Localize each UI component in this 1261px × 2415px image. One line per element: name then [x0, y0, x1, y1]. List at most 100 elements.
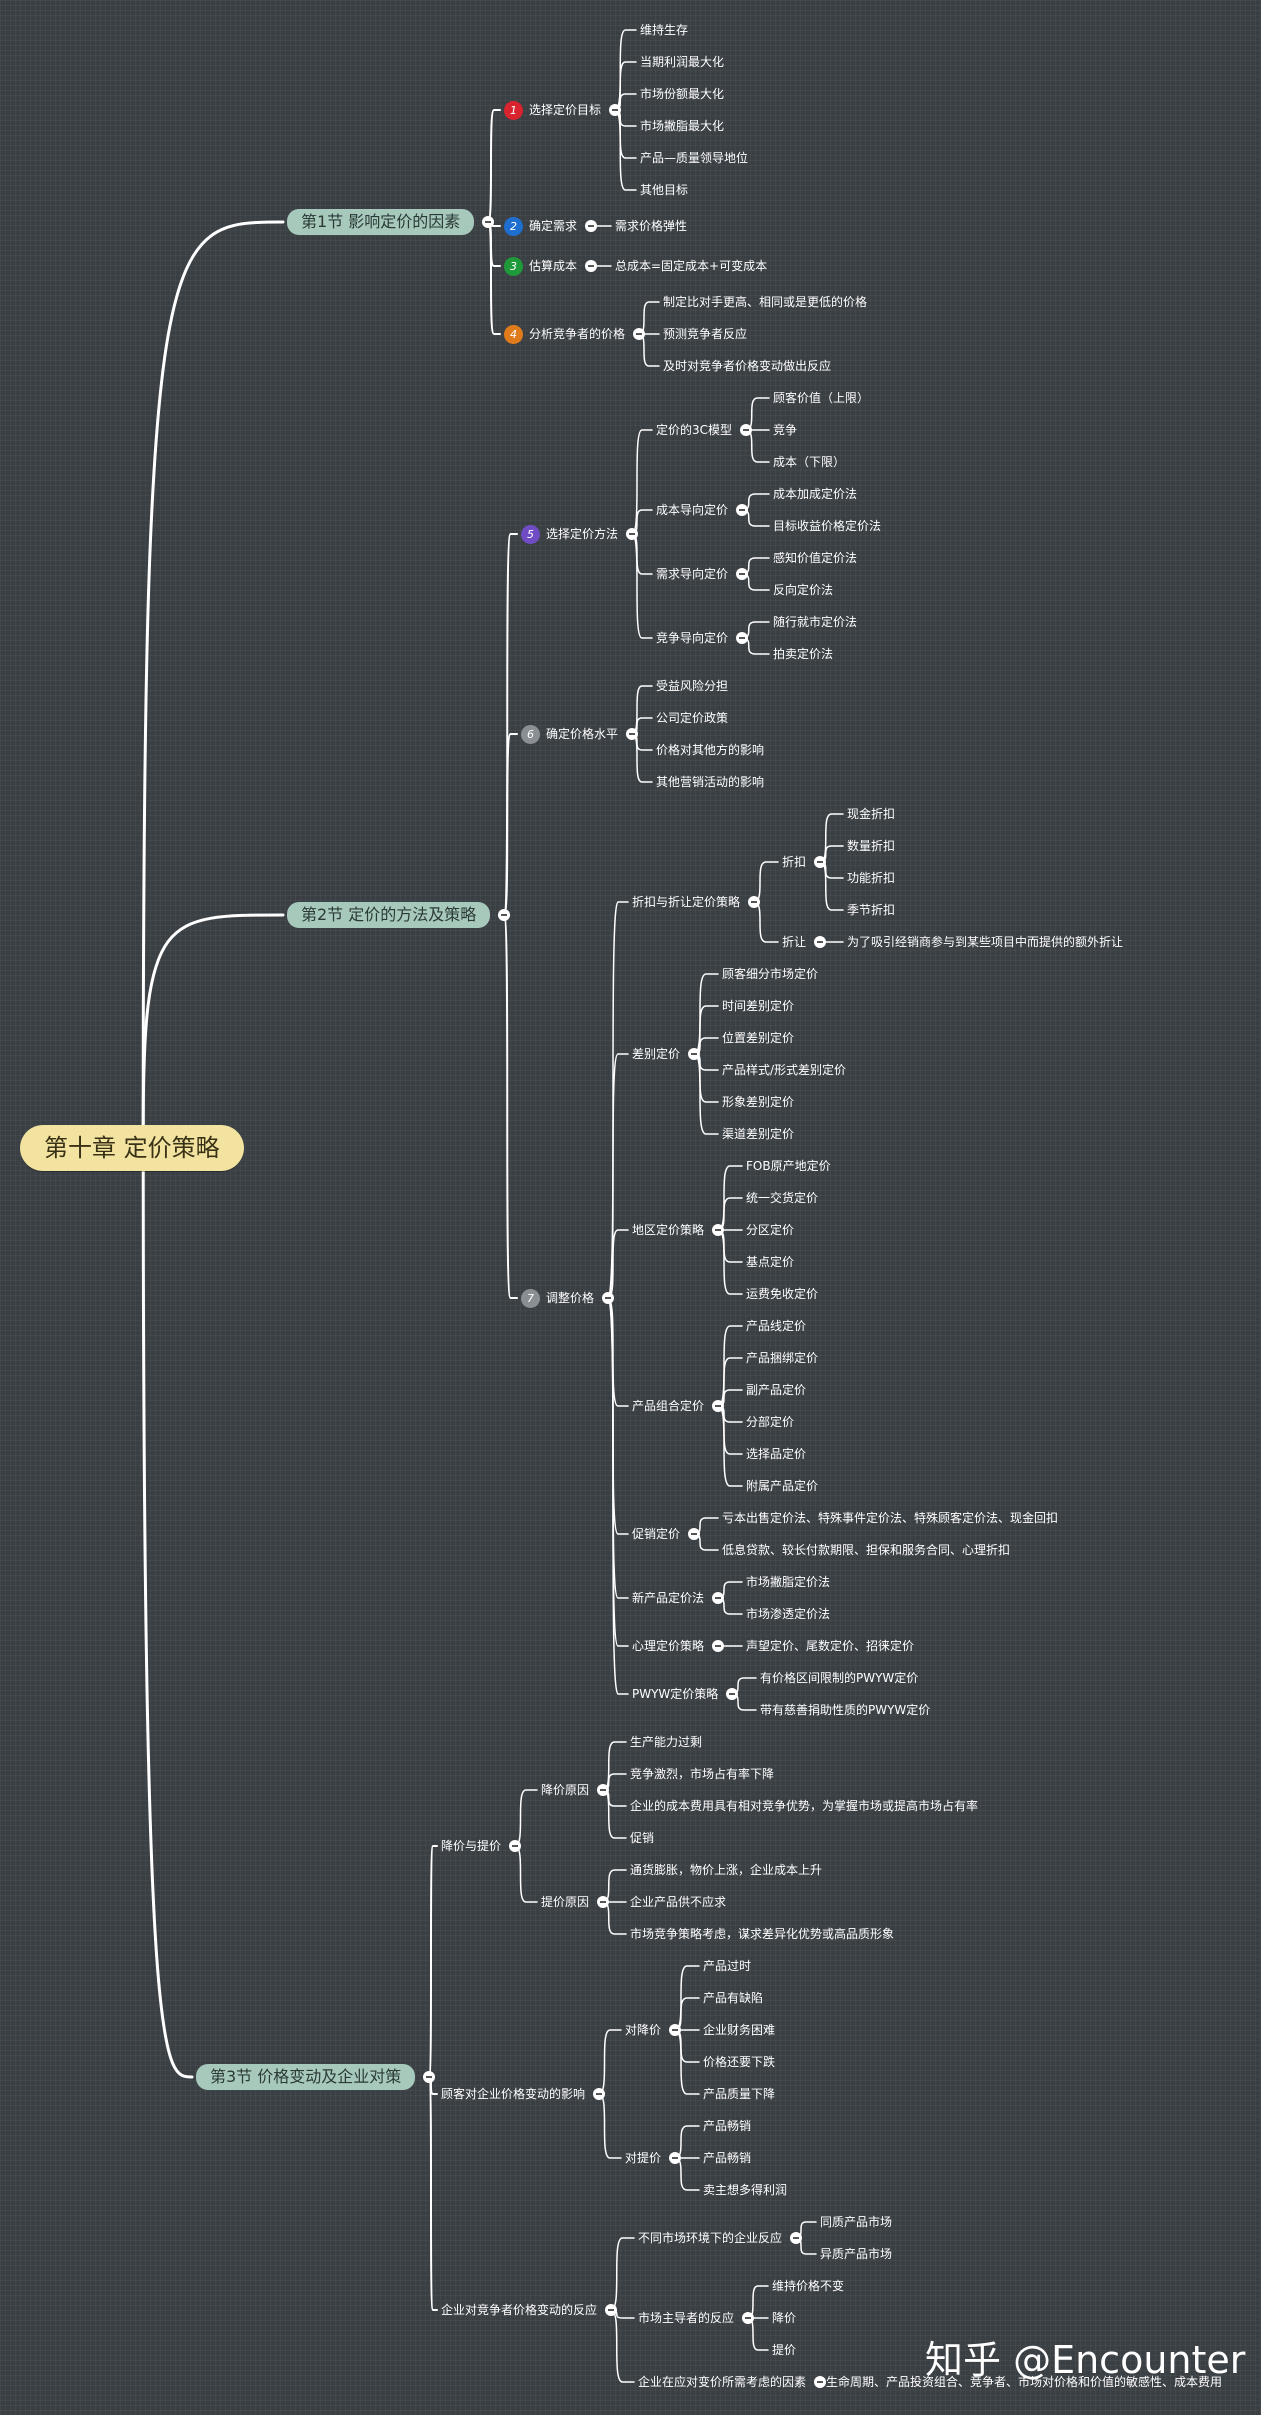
- leaf-topic[interactable]: 市场撇脂定价法: [746, 1574, 830, 1590]
- branch-topic[interactable]: 企业对竞争者价格变动的反应: [441, 2302, 597, 2318]
- collapse-toggle-icon[interactable]: [748, 896, 760, 908]
- collapse-toggle-icon[interactable]: [609, 104, 621, 116]
- branch-topic[interactable]: 定价的3C模型: [656, 422, 732, 438]
- leaf-topic[interactable]: 产品样式/形式差别定价: [722, 1062, 846, 1078]
- branch-topic[interactable]: 需求导向定价: [656, 566, 728, 582]
- leaf-topic[interactable]: FOB原产地定价: [746, 1158, 831, 1174]
- leaf-topic[interactable]: 带有慈善捐助性质的PWYW定价: [760, 1702, 930, 1718]
- leaf-topic[interactable]: 季节折扣: [847, 902, 895, 918]
- collapse-toggle-icon[interactable]: [688, 1048, 700, 1060]
- branch-topic[interactable]: 折让: [782, 934, 806, 950]
- branch-topic[interactable]: 产品组合定价: [632, 1398, 704, 1414]
- branch-topic[interactable]: 提价原因: [541, 1894, 589, 1910]
- collapse-toggle-icon[interactable]: [736, 632, 748, 644]
- leaf-topic[interactable]: 及时对竞争者价格变动做出反应: [663, 358, 831, 374]
- collapse-toggle-icon[interactable]: [498, 909, 510, 921]
- leaf-topic[interactable]: 价格对其他方的影响: [656, 742, 764, 758]
- leaf-topic[interactable]: 数量折扣: [847, 838, 895, 854]
- leaf-topic[interactable]: 位置差别定价: [722, 1030, 794, 1046]
- leaf-topic[interactable]: 预测竞争者反应: [663, 326, 747, 342]
- collapse-toggle-icon[interactable]: [712, 1640, 724, 1652]
- leaf-topic[interactable]: 维持价格不变: [772, 2278, 844, 2294]
- leaf-topic[interactable]: 目标收益价格定价法: [773, 518, 881, 534]
- collapse-toggle-icon[interactable]: [688, 1528, 700, 1540]
- collapse-toggle-icon[interactable]: [626, 528, 638, 540]
- leaf-topic[interactable]: 产品畅销: [703, 2150, 751, 2166]
- leaf-topic[interactable]: 形象差别定价: [722, 1094, 794, 1110]
- leaf-topic[interactable]: 随行就市定价法: [773, 614, 857, 630]
- leaf-topic[interactable]: 竞争激烈，市场占有率下降: [630, 1766, 774, 1782]
- collapse-toggle-icon[interactable]: [814, 936, 826, 948]
- branch-topic[interactable]: 对提价: [625, 2150, 661, 2166]
- leaf-topic[interactable]: 生命周期、产品投资组合、竞争者、市场对价格和价值的敏感性、成本费用: [826, 2374, 1222, 2390]
- leaf-topic[interactable]: 选择品定价: [746, 1446, 806, 1462]
- leaf-topic[interactable]: 维持生存: [640, 22, 688, 38]
- branch-topic[interactable]: 地区定价策略: [632, 1222, 704, 1238]
- collapse-toggle-icon[interactable]: [736, 568, 748, 580]
- collapse-toggle-icon[interactable]: [597, 1896, 609, 1908]
- leaf-topic[interactable]: 拍卖定价法: [773, 646, 833, 662]
- leaf-topic[interactable]: 卖主想多得利润: [703, 2182, 787, 2198]
- branch-topic[interactable]: 竞争导向定价: [656, 630, 728, 646]
- leaf-topic[interactable]: 公司定价政策: [656, 710, 728, 726]
- collapse-toggle-icon[interactable]: [712, 1400, 724, 1412]
- leaf-topic[interactable]: 产品—质量领导地位: [640, 150, 748, 166]
- leaf-topic[interactable]: 其他目标: [640, 182, 688, 198]
- leaf-topic[interactable]: 产品线定价: [746, 1318, 806, 1334]
- leaf-topic[interactable]: 竞争: [773, 422, 797, 438]
- leaf-topic[interactable]: 分区定价: [746, 1222, 794, 1238]
- collapse-toggle-icon[interactable]: [742, 2312, 754, 2324]
- leaf-topic[interactable]: 提价: [772, 2342, 796, 2358]
- leaf-topic[interactable]: 市场份额最大化: [640, 86, 724, 102]
- leaf-topic[interactable]: 当期利润最大化: [640, 54, 724, 70]
- branch-topic[interactable]: 企业在应对变价所需考虑的因素: [638, 2374, 806, 2390]
- collapse-toggle-icon[interactable]: [593, 2088, 605, 2100]
- leaf-topic[interactable]: 声望定价、尾数定价、招徕定价: [746, 1638, 914, 1654]
- leaf-topic[interactable]: 为了吸引经销商参与到某些项目中而提供的额外折让: [847, 934, 1123, 950]
- branch-topic[interactable]: 差别定价: [632, 1046, 680, 1062]
- leaf-topic[interactable]: 其他营销活动的影响: [656, 774, 764, 790]
- branch-topic[interactable]: 新产品定价法: [632, 1590, 704, 1606]
- collapse-toggle-icon[interactable]: [602, 1292, 614, 1304]
- collapse-toggle-icon[interactable]: [712, 1592, 724, 1604]
- leaf-topic[interactable]: 市场撇脂最大化: [640, 118, 724, 134]
- leaf-topic[interactable]: 亏本出售定价法、特殊事件定价法、特殊顾客定价法、现金回扣: [722, 1510, 1058, 1526]
- leaf-topic[interactable]: 顾客细分市场定价: [722, 966, 818, 982]
- branch-topic[interactable]: 降价原因: [541, 1782, 589, 1798]
- branch-topic[interactable]: 降价与提价: [441, 1838, 501, 1854]
- leaf-topic[interactable]: 反向定价法: [773, 582, 833, 598]
- leaf-topic[interactable]: 产品有缺陷: [703, 1990, 763, 2006]
- leaf-topic[interactable]: 统一交货定价: [746, 1190, 818, 1206]
- branch-topic[interactable]: 促销定价: [632, 1526, 680, 1542]
- leaf-topic[interactable]: 感知价值定价法: [773, 550, 857, 566]
- leaf-topic[interactable]: 顾客价值（上限）: [773, 390, 869, 406]
- leaf-topic[interactable]: 现金折扣: [847, 806, 895, 822]
- leaf-topic[interactable]: 功能折扣: [847, 870, 895, 886]
- leaf-topic[interactable]: 企业产品供不应求: [630, 1894, 726, 1910]
- leaf-topic[interactable]: 价格还要下跌: [703, 2054, 775, 2070]
- leaf-topic[interactable]: 分部定价: [746, 1414, 794, 1430]
- leaf-topic[interactable]: 产品质量下降: [703, 2086, 775, 2102]
- section-topic[interactable]: 第1节 影响定价的因素: [287, 209, 475, 235]
- leaf-topic[interactable]: 总成本=固定成本+可变成本: [615, 258, 767, 274]
- central-topic[interactable]: 第十章 定价策略: [20, 1125, 244, 1171]
- leaf-topic[interactable]: 市场竞争策略考虑，谋求差异化优势或高品质形象: [630, 1926, 894, 1942]
- leaf-topic[interactable]: 产品畅销: [703, 2118, 751, 2134]
- leaf-topic[interactable]: 促销: [630, 1830, 654, 1846]
- collapse-toggle-icon[interactable]: [597, 1784, 609, 1796]
- collapse-toggle-icon[interactable]: [482, 216, 494, 228]
- leaf-topic[interactable]: 异质产品市场: [820, 2246, 892, 2262]
- collapse-toggle-icon[interactable]: [712, 1224, 724, 1236]
- leaf-topic[interactable]: 运费免收定价: [746, 1286, 818, 1302]
- leaf-topic[interactable]: 产品过时: [703, 1958, 751, 1974]
- collapse-toggle-icon[interactable]: [669, 2024, 681, 2036]
- collapse-toggle-icon[interactable]: [423, 2071, 435, 2083]
- branch-topic[interactable]: 市场主导者的反应: [638, 2310, 734, 2326]
- branch-topic[interactable]: 心理定价策略: [632, 1638, 704, 1654]
- collapse-toggle-icon[interactable]: [790, 2232, 802, 2244]
